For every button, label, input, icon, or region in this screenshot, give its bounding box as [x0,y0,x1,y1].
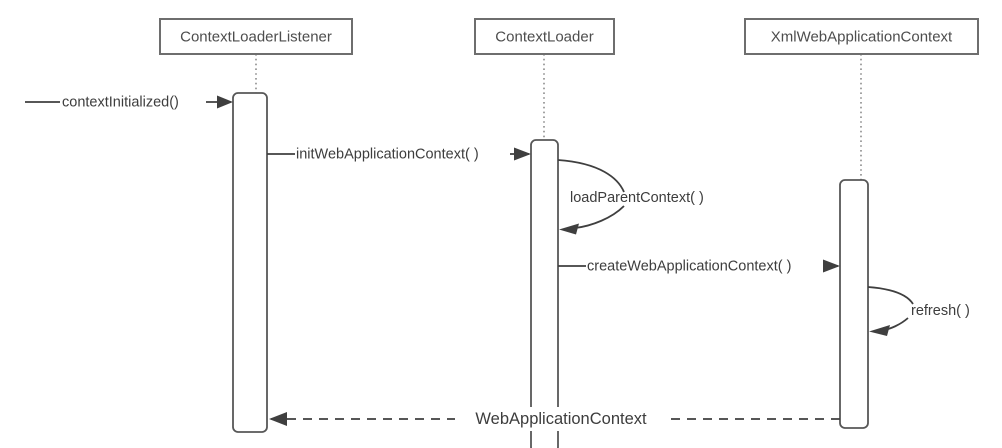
message-label-1: contextInitialized() [62,94,179,110]
message-label-backdrop-4 [586,256,823,276]
message-label-4: createWebApplicationContext( ) [587,258,791,274]
message-create-web-application-context[interactable]: createWebApplicationContext( ) [558,256,840,276]
lifeline-context-loader-listener[interactable]: ContextLoaderListener [159,18,353,433]
message-load-parent-context[interactable]: loadParentContext( ) [557,159,704,235]
activation-bar-2[interactable] [530,139,559,448]
message-label-backdrop-6 [455,407,667,431]
arrow-head-right-1 [217,95,233,109]
message-label-5: refresh( ) [911,303,970,319]
self-call-curve-upper-5 [867,286,914,305]
lifeline-label-2: ContextLoader [495,28,593,45]
arrow-head-self-5 [869,325,890,336]
message-init-web-application-context[interactable]: initWebApplicationContext( ) [267,144,531,164]
message-label-6: WebApplicationContext [475,410,647,428]
arrow-head-right-2 [514,147,531,161]
self-call-curve-upper-3 [557,159,625,193]
message-label-backdrop-2 [295,144,510,164]
lifeline-header-box-2[interactable] [474,18,615,55]
message-label-backdrop-1 [60,92,206,112]
arrow-head-self-3 [559,223,579,235]
message-label-2: initWebApplicationContext( ) [296,146,479,162]
message-context-initialized[interactable]: contextInitialized() [25,92,233,112]
lifeline-header-box-3[interactable] [744,18,979,55]
lifeline-label-1: ContextLoaderListener [180,28,332,45]
arrow-head-right-4 [823,259,840,273]
lifeline-header-box-1[interactable] [159,18,353,55]
lifeline-label-3: XmlWebApplicationContext [771,28,953,45]
lifeline-context-loader[interactable]: ContextLoader [474,18,615,448]
message-refresh[interactable]: refresh( ) [867,286,970,336]
lifeline-xml-web-application-context[interactable]: XmlWebApplicationContext [744,18,979,429]
activation-bar-3[interactable] [839,179,869,429]
arrow-head-left-6 [269,412,287,426]
message-web-application-context-return[interactable]: WebApplicationContext [269,407,840,431]
message-label-3: loadParentContext( ) [570,190,704,206]
self-call-curve-lower-3 [574,205,625,229]
activation-bar-1[interactable] [232,92,268,433]
